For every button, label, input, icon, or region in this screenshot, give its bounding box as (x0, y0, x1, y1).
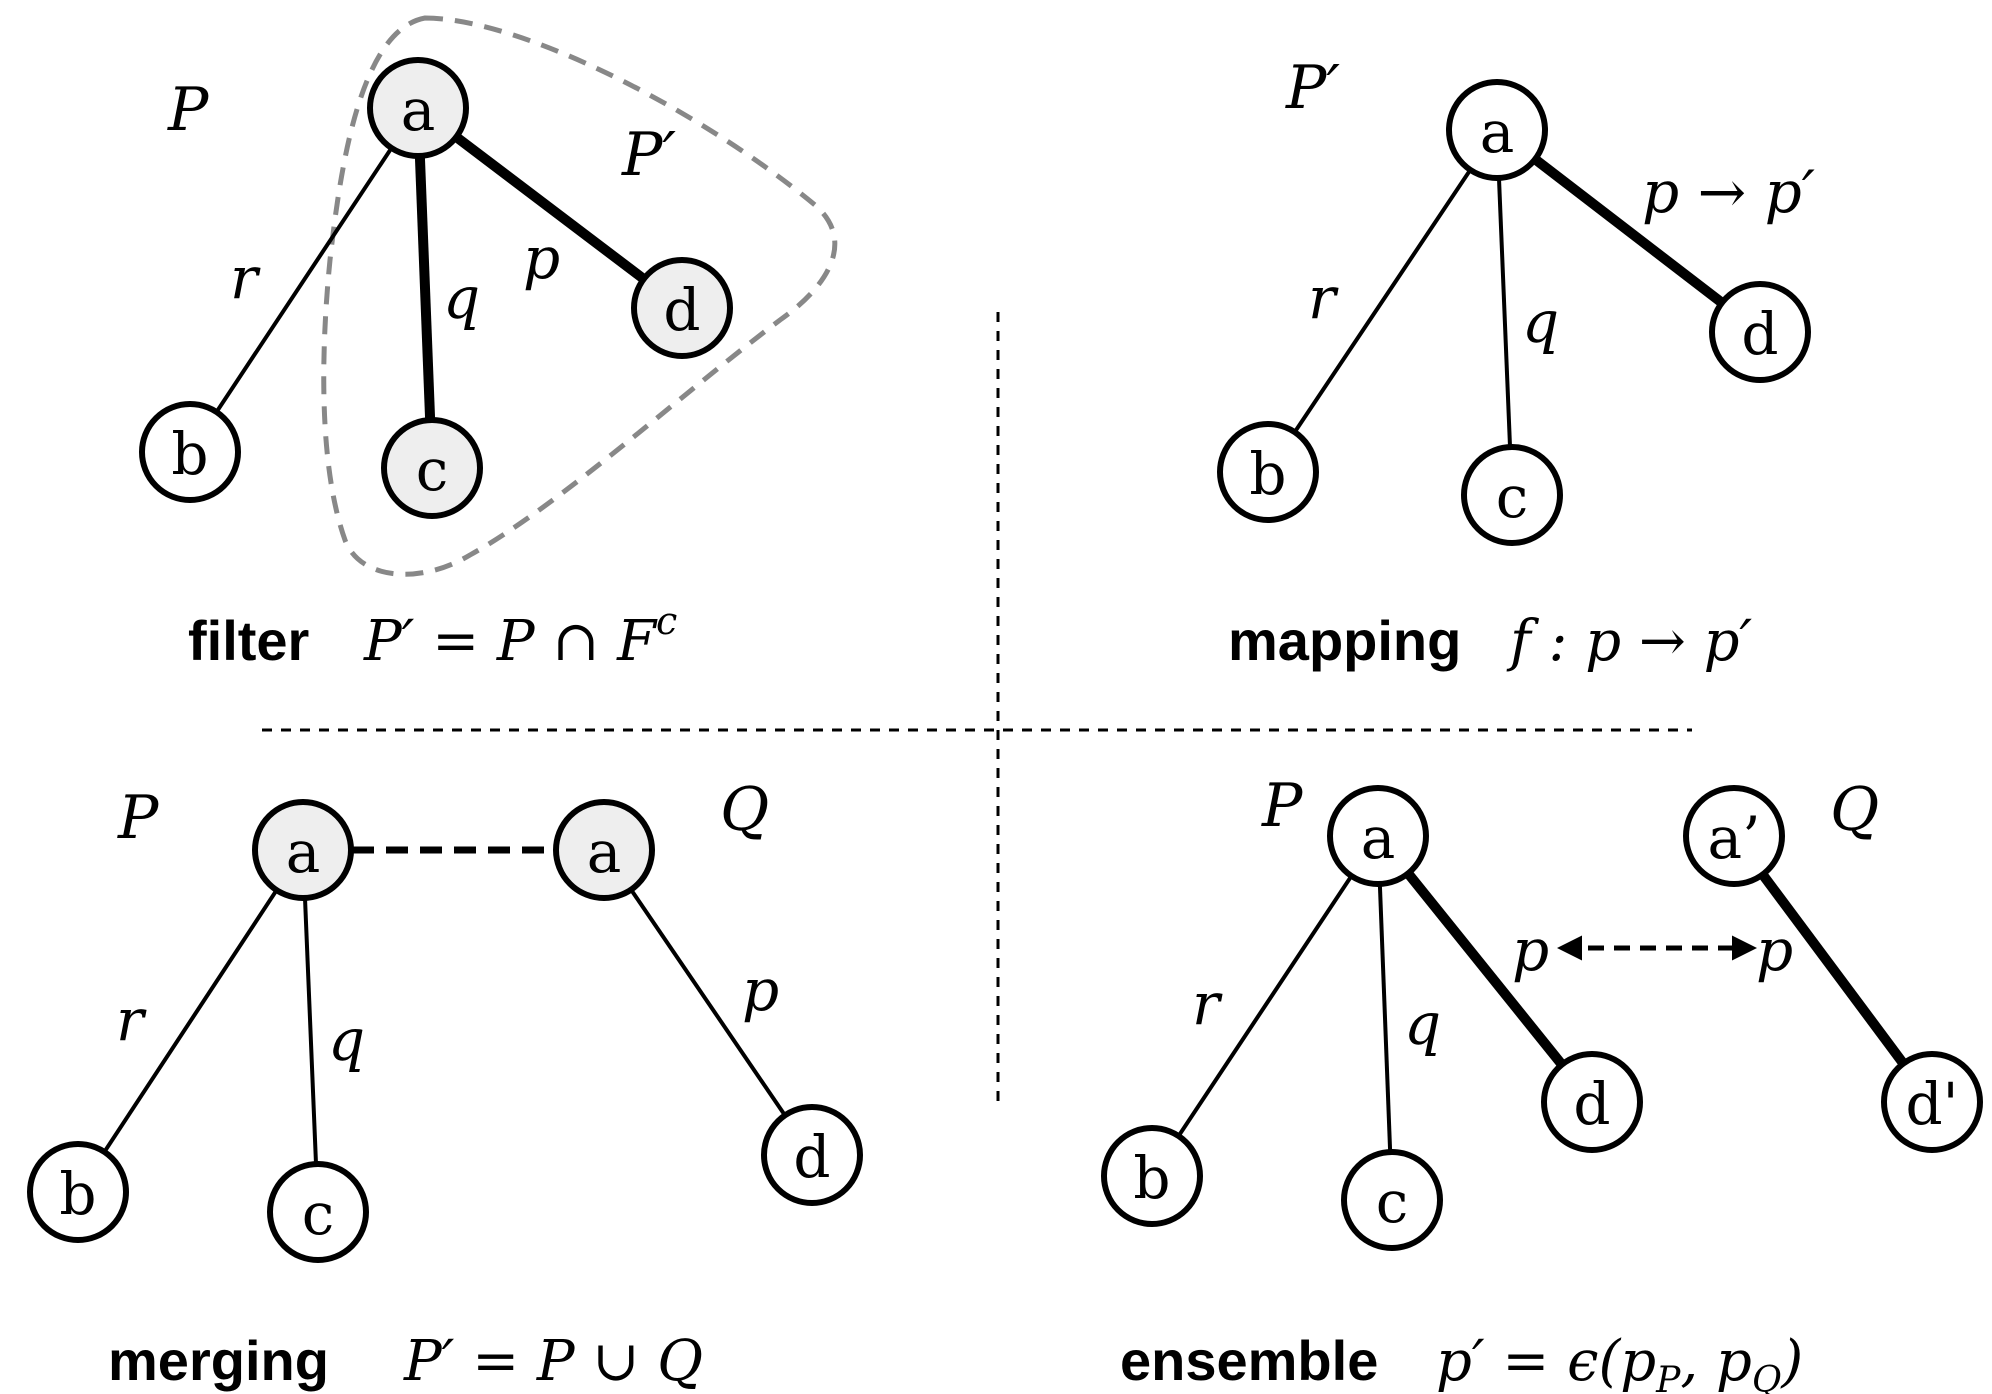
mapping-node-a: a (1446, 79, 1548, 181)
merging-node-b-label: b (59, 1160, 96, 1228)
mapping-node-c: c (1461, 444, 1563, 546)
ensemble-node-dprime: d' (1881, 1051, 1983, 1153)
merging-node-c: c (267, 1161, 369, 1263)
filter-edge-r-label: r (230, 244, 261, 312)
ensemble-edge-r (1150, 834, 1380, 1178)
merging-node-c-label: c (302, 1180, 334, 1248)
filter-edge-q (413, 107, 437, 469)
ensemble-edge-p-left (1374, 832, 1596, 1106)
ensemble-edge-q (1376, 835, 1394, 1201)
merging-set-P-label: P (117, 783, 160, 853)
filter-panel: a b c d r q p P P′ filter P′ = P ∩ Fc (139, 15, 838, 674)
ensemble-formula-main: p′ = ϵ(p (1436, 1329, 1656, 1394)
mapping-caption-formula: f : p → p′ (1506, 609, 1752, 674)
mapping-set-Pprime-label: P′ (1285, 53, 1340, 123)
ensemble-caption-title: ensemble (1120, 1329, 1378, 1392)
filter-boundary-region (321, 15, 838, 577)
filter-set-P-label: P (167, 75, 210, 145)
merging-node-d-label: d (793, 1123, 830, 1191)
merging-node-a-left-label: a (286, 818, 321, 886)
filter-formula-main: P′ = P ∩ F (363, 609, 658, 674)
mapping-edge-p-label: p → p′ (1642, 158, 1815, 226)
ensemble-edge-q-label: q (1404, 990, 1441, 1058)
ensemble-panel: a a’ b c d d' r q p p P Q ensemble p′ = … (1101, 771, 1983, 1394)
filter-node-d: d (631, 257, 733, 359)
mapping-edge-q (1495, 129, 1514, 496)
mapping-edge-r (1266, 128, 1499, 474)
ensemble-formula-close: ) (1780, 1329, 1803, 1394)
ensemble-node-b: b (1101, 1125, 1203, 1227)
merging-node-a-left: a (252, 799, 354, 901)
filter-formula-superscript: c (656, 599, 677, 643)
ensemble-formula-sub-Q: Q (1752, 1360, 1782, 1394)
ensemble-node-d: d (1541, 1051, 1643, 1153)
ensemble-formula-comma: , p (1680, 1329, 1751, 1394)
filter-edge-p (414, 104, 686, 312)
mapping-node-d-label: d (1741, 300, 1778, 368)
ensemble-node-a: a (1327, 785, 1429, 887)
filter-node-a-label: a (401, 76, 436, 144)
mapping-edge-q-label: q (1522, 288, 1559, 356)
mapping-node-b-label: b (1249, 440, 1286, 508)
merging-edge-r (76, 848, 305, 1194)
filter-edge-q-label: q (443, 264, 480, 332)
merging-set-Q-label: Q (720, 775, 769, 845)
ensemble-edge-r-label: r (1192, 970, 1223, 1038)
ensemble-node-aprime: a’ (1683, 785, 1785, 887)
ensemble-node-a-label: a (1361, 804, 1396, 872)
merging-caption-title: merging (108, 1329, 329, 1392)
ensemble-set-P-label: P (1261, 771, 1304, 841)
mapping-node-d: d (1709, 281, 1811, 383)
ensemble-node-dprime-label: d' (1905, 1070, 1958, 1138)
ensemble-edge-p-right-label: p (1756, 916, 1793, 984)
ensemble-caption-formula: p′ = ϵ(pP, pQ) (1436, 1329, 1803, 1394)
filter-node-b-label: b (171, 420, 208, 488)
mapping-node-a-label: a (1480, 98, 1515, 166)
filter-node-c-label: c (416, 436, 448, 504)
ensemble-formula-sub-P: P (1655, 1360, 1681, 1394)
merging-edge-p-label: p (742, 956, 779, 1024)
mapping-edge-r-label: r (1308, 264, 1339, 332)
ensemble-edge-p-right (1729, 833, 1937, 1105)
filter-node-b: b (139, 401, 241, 503)
merging-caption-formula: P′ = P ∪ Q (403, 1329, 703, 1394)
filter-set-Pprime-label: P′ (621, 120, 676, 190)
merging-node-a-right: a (553, 799, 655, 901)
merging-node-d: d (761, 1104, 863, 1206)
filter-node-c: c (381, 417, 483, 519)
filter-node-d-label: d (663, 276, 700, 344)
ensemble-edge-p-left-label: p (1512, 916, 1549, 984)
ensemble-node-c: c (1341, 1149, 1443, 1251)
mapping-node-b: b (1217, 421, 1319, 523)
ensemble-node-d-label: d (1573, 1070, 1610, 1138)
merging-node-b: b (27, 1141, 129, 1243)
ensemble-set-Q-label: Q (1830, 775, 1879, 845)
merging-node-a-right-label: a (587, 818, 622, 886)
ensemble-node-aprime-label: a’ (1707, 804, 1760, 872)
mapping-caption-title: mapping (1228, 609, 1461, 672)
mapping-panel: a b c d r q p → p′ P′ mapping f : p → p′ (1217, 53, 1815, 674)
filter-edge-p-label: p (523, 224, 560, 292)
filter-edge-r (188, 106, 420, 454)
filter-caption-formula: P′ = P ∩ Fc (363, 599, 677, 674)
ensemble-node-b-label: b (1133, 1144, 1170, 1212)
ensemble-node-c-label: c (1376, 1168, 1408, 1236)
filter-node-a: a (367, 57, 469, 159)
merging-edge-q (301, 849, 320, 1213)
merging-edge-q-label: q (328, 1006, 365, 1074)
mapping-edge-p (1493, 126, 1764, 336)
merging-edge-r-label: r (116, 986, 147, 1054)
mapping-node-c-label: c (1496, 463, 1528, 531)
merging-edge-p (602, 848, 814, 1157)
filter-caption-title: filter (188, 609, 309, 672)
merging-panel: a a b c d r q p P Q merging P′ = P ∪ Q (27, 775, 863, 1394)
